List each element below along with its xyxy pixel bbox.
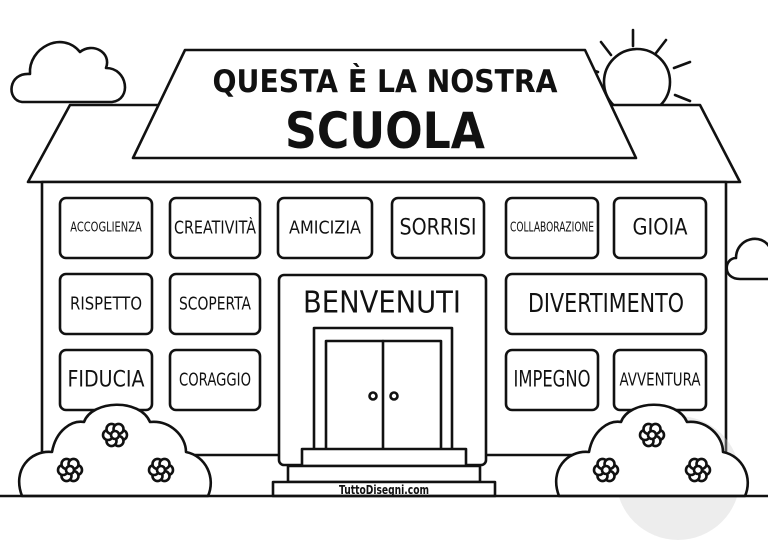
- window: [612, 196, 708, 260]
- window-label: IMPEGNO: [514, 368, 591, 393]
- window-label: ACCOGLIENZA: [70, 221, 142, 236]
- window-label: CREATIVITÀ: [174, 217, 257, 239]
- sun-icon: [584, 28, 692, 117]
- window-label: COLLABORAZIONE: [510, 221, 594, 236]
- window-label: SORRISI: [400, 216, 477, 241]
- window-label: AMICIZIA: [289, 218, 362, 239]
- window: [390, 196, 486, 260]
- window-label: AVVENTURA: [620, 370, 702, 391]
- window-label: GIOIA: [633, 216, 688, 241]
- title-line1: QUESTA È LA NOSTRA: [213, 64, 558, 100]
- window-label: CORAGGIO: [179, 370, 251, 391]
- window: [168, 348, 262, 412]
- title-line2: SCUOLA: [285, 102, 485, 160]
- cloud-icon: [725, 237, 768, 281]
- flower-icon: [56, 457, 84, 483]
- window: [504, 272, 708, 336]
- flower-icon: [147, 457, 175, 483]
- door-knob-icon: [389, 391, 399, 401]
- entrance-label: BENVENUTI: [303, 286, 461, 321]
- window-label: SCOPERTA: [179, 294, 252, 315]
- step: [300, 447, 468, 468]
- flower-icon: [638, 422, 666, 448]
- window-label: RISPETTO: [70, 294, 142, 315]
- step: [286, 464, 482, 484]
- flower-icon: [592, 457, 620, 483]
- credit-text: TuttoDisegni.com: [339, 483, 429, 497]
- window: [58, 196, 154, 260]
- window: [168, 196, 262, 260]
- window: [168, 272, 262, 336]
- window-label: FIDUCIA: [68, 368, 145, 393]
- title-sign: [131, 48, 638, 160]
- door-knob-icon: [368, 391, 378, 401]
- window: [504, 348, 600, 412]
- window: [58, 272, 154, 336]
- window: [504, 196, 600, 260]
- flower-icon: [684, 457, 712, 483]
- cloud-icon: [10, 40, 127, 104]
- flower-icon: [101, 422, 129, 448]
- window-label: DIVERTIMENTO: [528, 289, 684, 319]
- window: [276, 196, 374, 260]
